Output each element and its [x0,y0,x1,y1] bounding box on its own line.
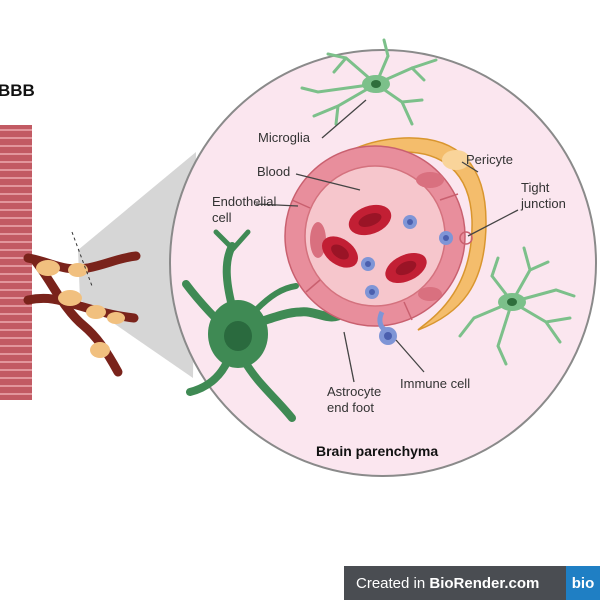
astrocyte-cell [182,229,343,422]
label-immune-cell: Immune cell [400,376,470,391]
label-astrocyte-line2: end foot [327,400,374,415]
tight-junction-marker [459,231,473,245]
endothelial-nucleus [418,287,442,301]
label-tight-line2: junction [520,196,566,211]
endothelial-nucleus [416,172,444,188]
red-blood-cells [321,204,427,284]
microglia-cell-top [300,38,438,126]
diagram-title: BBB [0,81,35,100]
label-blood: Blood [257,164,290,179]
label-pericyte: Pericyte [466,152,513,167]
label-astrocyte-line1: Astrocyte [327,384,381,399]
badge-prefix: Created in [356,574,430,592]
label-endothelial-line1: Endothelial [212,194,276,209]
biorender-logo-icon: bio [566,566,600,600]
label-microglia: Microglia [258,130,311,145]
blood-vessel [0,125,141,400]
endothelial-junctions [291,193,459,321]
leader-lines [255,99,519,383]
biorender-badge[interactable]: Created in BioRender.com bio [344,566,600,600]
label-endothelial-line2: cell [212,210,232,225]
immune-cells [361,215,453,345]
label-brain-parenchyma: Brain parenchyma [316,443,438,459]
endothelial-nucleus [310,222,326,258]
badge-brand: BioRender.com [429,574,540,592]
label-tight-line1: Tight [521,180,550,195]
pericyte-nucleus [442,150,470,170]
badge-text: Created in BioRender.com [344,575,539,592]
zoom-cone [78,152,196,378]
microglia-cell-right [458,246,576,366]
